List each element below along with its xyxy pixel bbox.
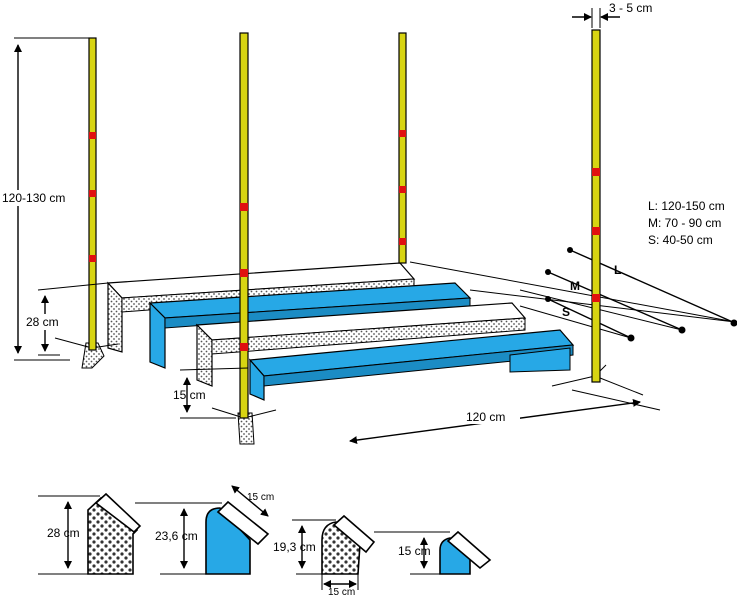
low-height-dimension bbox=[179, 367, 249, 419]
plank-length-label: 120 cm bbox=[466, 410, 505, 424]
letter-L: L bbox=[614, 263, 621, 277]
profile-blue-15 bbox=[374, 530, 492, 575]
pole-2 bbox=[239, 32, 249, 419]
size-S-label: S: 40-50 cm bbox=[648, 233, 713, 247]
size-M-label: M: 70 - 90 cm bbox=[648, 216, 721, 230]
low-height-label: 15 cm bbox=[173, 388, 206, 402]
profile-stone-28 bbox=[38, 492, 142, 575]
pole-1 bbox=[88, 37, 97, 351]
letter-S: S bbox=[562, 305, 570, 319]
profile-stone-19-3 bbox=[292, 514, 376, 590]
plank-blue-front bbox=[248, 329, 575, 401]
letter-M: M bbox=[570, 279, 580, 293]
pole-4 bbox=[591, 29, 601, 383]
size-L-label: L: 120-150 cm bbox=[648, 199, 725, 213]
profile-3-base-label: 15 cm bbox=[328, 587, 355, 597]
pole-3 bbox=[398, 32, 407, 264]
pole-width-label: 3 - 5 cm bbox=[609, 1, 652, 15]
pole-height-label: 120-130 cm bbox=[2, 191, 65, 205]
profile-blue-23-6 bbox=[135, 485, 270, 575]
profile-1-height-label: 28 cm bbox=[47, 526, 80, 540]
profile-2-height-label: 23,6 cm bbox=[155, 529, 198, 543]
pole-width-dimension bbox=[572, 8, 620, 28]
profile-3-height-label: 19,3 cm bbox=[273, 540, 316, 554]
plank-height-label: 28 cm bbox=[26, 315, 59, 329]
profile-4-height-label: 15 cm bbox=[398, 544, 431, 558]
plank-stone-front bbox=[195, 302, 527, 387]
profile-2-top-label: 15 cm bbox=[247, 492, 274, 503]
